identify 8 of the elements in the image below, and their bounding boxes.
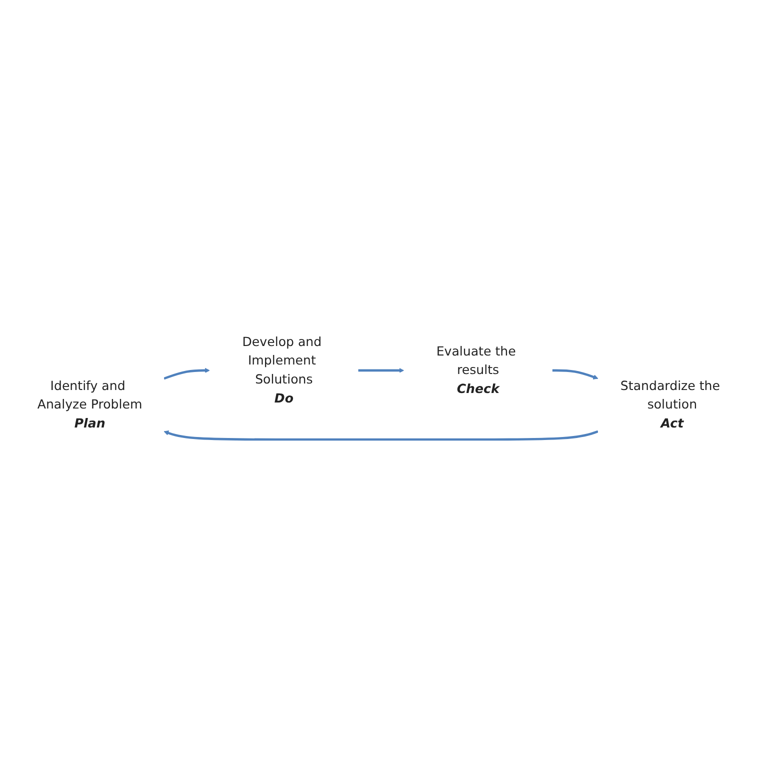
node-text: Standardize the solution Act — [620, 379, 720, 431]
node-text: Develop and Implement Solutions Do — [242, 335, 322, 406]
arrow — [358, 368, 404, 373]
arrow — [164, 430, 598, 441]
arrow — [164, 368, 210, 380]
arrow — [552, 369, 598, 380]
node-text: Evaluate the results Check — [436, 344, 516, 396]
node-text: Identify and Analyze Problem Plan — [37, 379, 142, 431]
